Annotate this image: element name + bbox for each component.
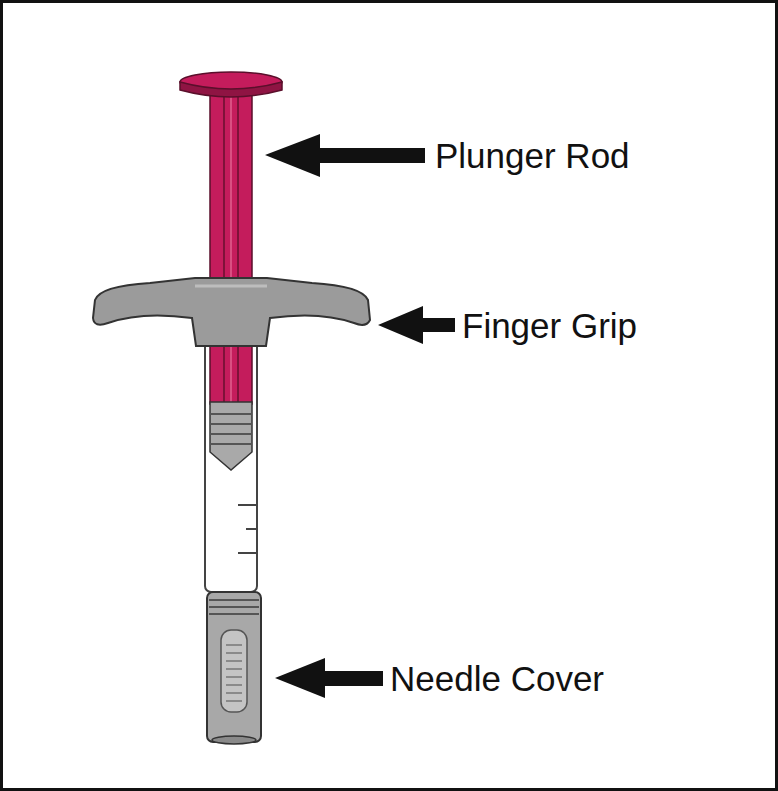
pointer-arrow — [265, 134, 455, 698]
part-label: Plunger Rod — [435, 138, 630, 173]
plunger-rod — [180, 72, 282, 404]
needle-cover — [207, 592, 261, 744]
part-label: Finger Grip — [462, 308, 637, 343]
finger-grip — [93, 278, 370, 346]
scale-marks — [238, 505, 257, 553]
stopper — [210, 402, 252, 470]
part-label: Needle Cover — [390, 661, 604, 696]
